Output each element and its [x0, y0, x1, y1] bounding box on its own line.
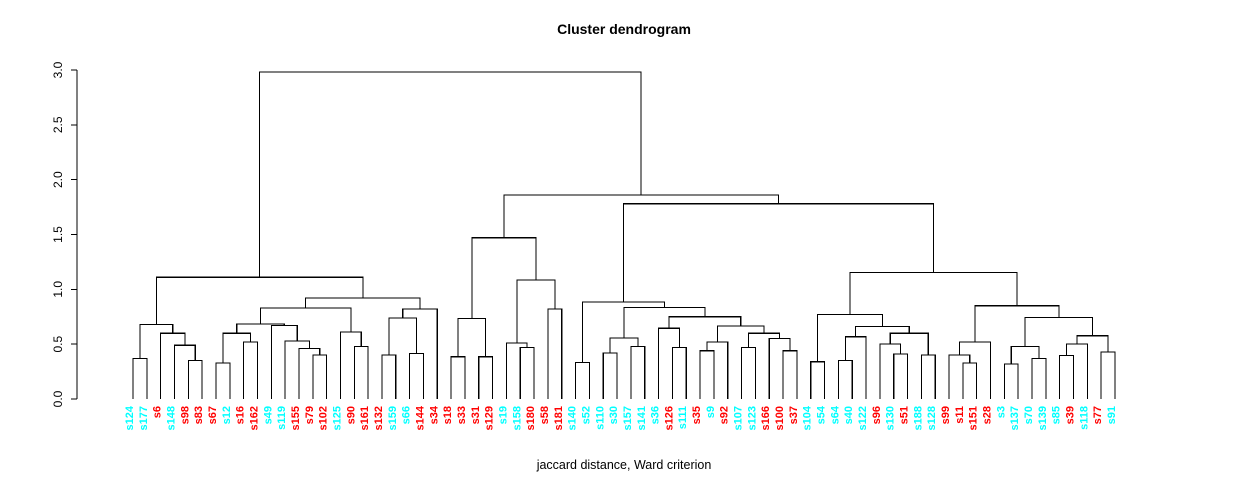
leaf-label: s77 [1092, 406, 1104, 424]
leaf-label: s122 [857, 406, 869, 430]
leaf-label: s118 [1078, 406, 1090, 430]
y-axis-tick-label: 2.5 [51, 116, 65, 133]
leaf-label: s92 [719, 406, 731, 424]
leaf-label: s125 [331, 406, 343, 430]
leaf-label: s35 [691, 406, 703, 424]
leaf-label: s90 [345, 406, 357, 424]
leaf-label: s155 [290, 406, 302, 430]
leaf-label: s181 [553, 406, 565, 430]
y-axis-tick-label: 2.0 [51, 171, 65, 188]
leaf-label: s16 [235, 406, 247, 424]
leaf-label: s151 [968, 406, 980, 430]
leaf-label: s107 [733, 406, 745, 430]
leaf-label: s28 [982, 406, 994, 424]
leaf-label: s83 [193, 406, 205, 424]
leaf-label: s34 [428, 405, 440, 424]
leaf-label: s19 [497, 406, 509, 424]
y-axis-tick-label: 0.5 [51, 336, 65, 353]
leaf-label: s54 [816, 405, 828, 424]
leaf-label: s6 [152, 406, 164, 418]
dendrogram-tree [132, 71, 1116, 399]
leaf-label: s110 [594, 406, 606, 430]
leaf-label: s67 [207, 406, 219, 424]
leaf-label: s188 [912, 406, 924, 430]
leaf-label: s123 [746, 406, 758, 430]
leaf-label: s100 [774, 406, 786, 430]
leaf-label: s141 [636, 406, 648, 430]
leaf-label: s58 [539, 406, 551, 424]
leaf-label: s104 [802, 405, 814, 430]
leaf-label: s130 [885, 406, 897, 430]
y-axis-tick-label: 3.0 [51, 61, 65, 78]
leaf-label: s161 [359, 406, 371, 430]
chart-title: Cluster dendrogram [557, 21, 691, 37]
leaf-label: s30 [608, 406, 620, 424]
leaf-label: s49 [262, 406, 274, 424]
leaf-label: s162 [248, 406, 260, 430]
leaf-label: s111 [677, 406, 689, 429]
leaf-label: s70 [1023, 406, 1035, 424]
leaf-label: s40 [843, 406, 855, 424]
leaf-label: s91 [1106, 406, 1118, 424]
leaf-label: s158 [511, 406, 523, 430]
leaf-label: s140 [567, 406, 579, 430]
leaf-label: s159 [387, 406, 399, 430]
y-axis-tick-label: 1.5 [51, 226, 65, 243]
leaf-label: s139 [1037, 406, 1049, 430]
x-axis-label: jaccard distance, Ward criterion [536, 458, 712, 472]
leaf-label: s12 [221, 406, 233, 424]
leaf-label: s79 [304, 406, 316, 424]
leaf-label: s52 [580, 406, 592, 424]
leaf-label: s102 [318, 406, 330, 430]
leaf-label: s33 [456, 406, 468, 424]
leaf-label: s98 [179, 406, 191, 424]
leaf-label: s177 [138, 406, 150, 430]
leaf-label: s9 [705, 406, 717, 418]
leaf-label: s3 [995, 406, 1007, 418]
leaf-label: s126 [663, 406, 675, 430]
leaf-label: s31 [470, 406, 482, 424]
leaf-label: s99 [940, 406, 952, 424]
leaf-label: s39 [1065, 406, 1077, 424]
leaf-label: s85 [1051, 406, 1063, 424]
y-axis: 0.0 0.5 1.0 1.5 2.0 2.5 3.0 [51, 61, 78, 407]
leaf-label: s36 [650, 406, 662, 424]
leaf-label: s128 [926, 406, 938, 430]
leaf-label: s180 [525, 406, 537, 430]
y-axis-tick-label: 0.0 [51, 390, 65, 407]
leaf-label: s129 [484, 406, 496, 430]
leaf-label: s64 [829, 405, 841, 424]
leaf-label: s144 [414, 405, 426, 430]
leaf-label: s51 [899, 406, 911, 424]
leaf-label: s137 [1009, 406, 1021, 430]
leaf-label: s119 [276, 406, 288, 430]
y-axis-tick-label: 1.0 [51, 281, 65, 298]
leaf-label: s11 [954, 406, 966, 424]
leaf-label: s18 [442, 406, 454, 424]
leaf-label: s132 [373, 406, 385, 430]
leaf-label: s96 [871, 406, 883, 424]
leaf-label: s148 [165, 406, 177, 430]
leaf-label: s124 [124, 405, 136, 430]
leaf-label: s37 [788, 406, 800, 424]
leaf-label: s166 [760, 406, 772, 430]
leaf-label: s157 [622, 406, 634, 430]
leaf-label: s66 [401, 406, 413, 424]
